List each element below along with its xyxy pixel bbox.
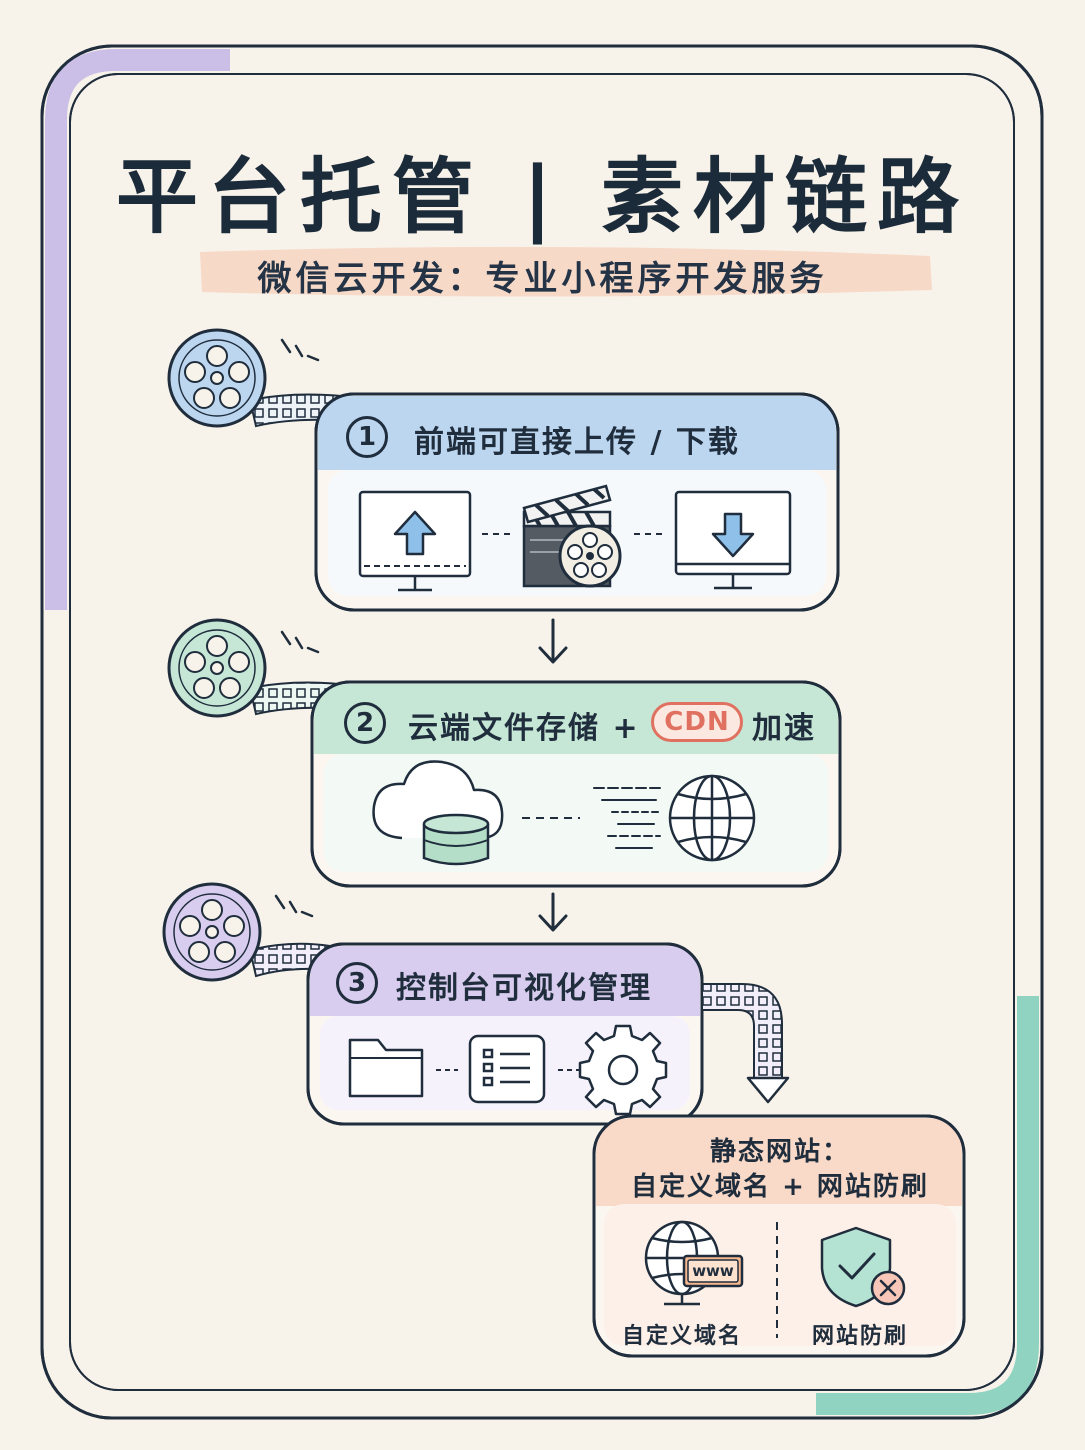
globe-icon <box>668 774 756 862</box>
final-heading-line2: 自定义域名 + 网站防刷 <box>631 1172 929 1202</box>
www-text: www <box>692 1262 734 1280</box>
page-title: 平台托管 | 素材链路 <box>115 150 970 245</box>
final-card <box>592 1114 966 1358</box>
step-3-film-reel-icon <box>162 882 334 982</box>
gear-icon <box>578 1024 668 1116</box>
upload-monitor-icon <box>358 490 472 592</box>
folder-icon <box>348 1038 424 1098</box>
step-2-title-tail: 加速 <box>752 711 816 746</box>
cloud-database-icon <box>372 760 504 866</box>
shield-check-icon <box>820 1226 906 1308</box>
step-3-number: 3 <box>336 962 378 1004</box>
www-globe-icon <box>644 1220 744 1306</box>
film-strip-arrow <box>701 983 790 1104</box>
clapperboard-icon <box>522 484 622 588</box>
final-left-label: 自定义域名 <box>622 1324 743 1349</box>
arrow-down-icon <box>538 892 568 932</box>
step-1-number: 1 <box>346 416 388 458</box>
step-2-number: 2 <box>344 702 386 744</box>
page-subtitle: 微信云开发：专业小程序开发服务 <box>257 259 828 299</box>
step-2-title: 云端文件存储 + <box>408 711 640 746</box>
step-3-title: 控制台可视化管理 <box>396 971 652 1006</box>
list-icon <box>468 1034 546 1104</box>
arrow-down-icon <box>538 618 568 664</box>
subtitle-highlight <box>200 246 932 297</box>
speed-lines <box>593 787 661 849</box>
final-right-label: 网站防刷 <box>812 1324 909 1349</box>
download-monitor-icon <box>674 490 792 590</box>
step-1-title: 前端可直接上传 / 下载 <box>414 425 740 460</box>
page-frame <box>40 44 1044 1420</box>
final-heading-line1: 静态网站： <box>709 1137 850 1167</box>
cdn-badge: CDN <box>651 702 743 742</box>
